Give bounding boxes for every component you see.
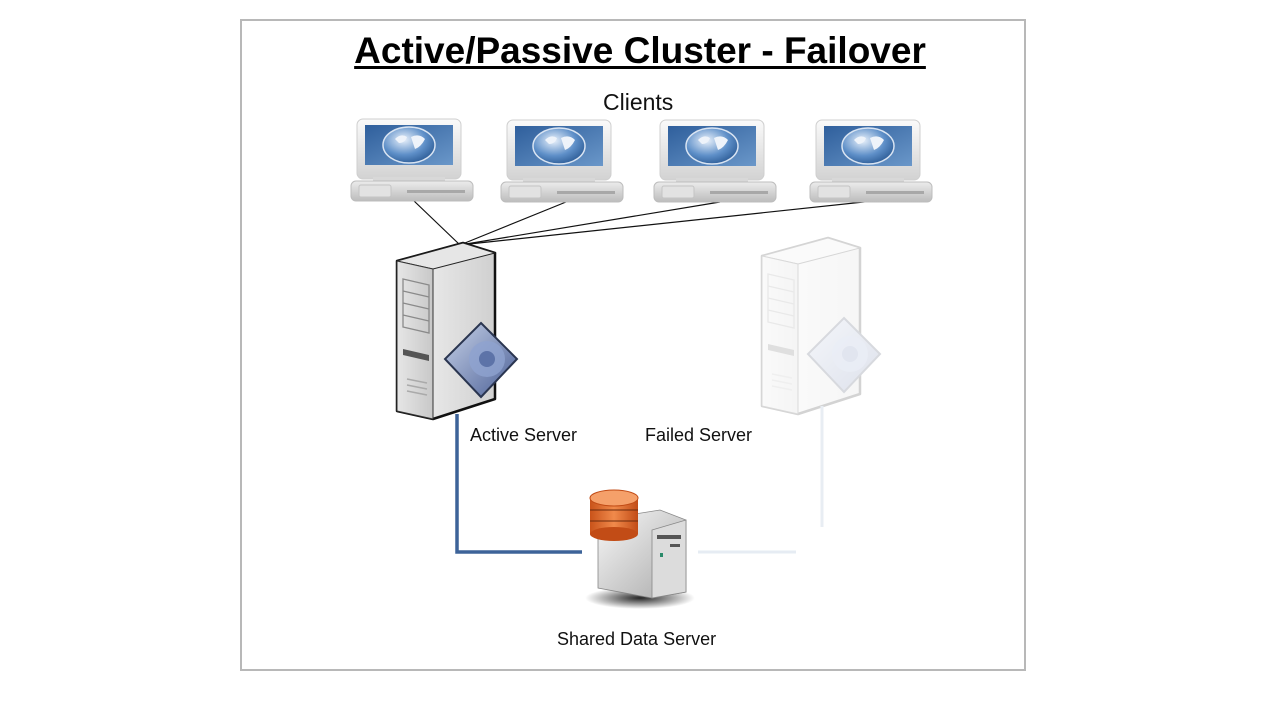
active-server-label: Active Server xyxy=(470,425,578,445)
diagram-title: Active/Passive Cluster - Failover xyxy=(354,30,926,71)
client-computer-icon xyxy=(809,119,933,203)
client-links xyxy=(412,199,874,246)
active-storage-link xyxy=(455,414,582,554)
client-link-4 xyxy=(459,200,874,246)
shared-data-server-label: Shared Data Server xyxy=(557,629,717,649)
client-link-1 xyxy=(412,199,461,246)
client-link-3 xyxy=(459,201,721,246)
active-server-icon xyxy=(395,241,518,421)
client-link-2 xyxy=(459,201,567,246)
client-computer-icon xyxy=(350,118,474,202)
failed-server-label: Failed Server xyxy=(645,425,753,445)
failed-server-icon xyxy=(760,236,881,416)
client-computer-icon xyxy=(500,119,624,203)
database-server-icon xyxy=(585,489,695,609)
clients-label: Clients xyxy=(603,89,674,115)
client-computer-icon xyxy=(653,119,777,203)
